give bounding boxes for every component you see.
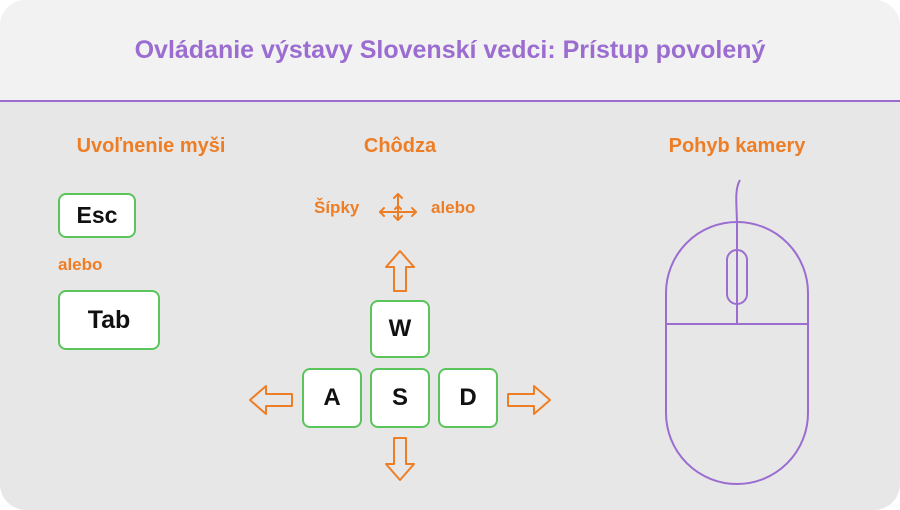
header: Ovládanie výstavy Slovenskí vedci: Príst… [0, 0, 900, 102]
esc-key: Esc [58, 193, 136, 238]
w-key: W [370, 300, 430, 358]
a-key: A [302, 368, 362, 428]
mouse-icon [665, 179, 809, 485]
camera-heading: Pohyb kamery [668, 135, 806, 157]
release-mouse-heading: Uvoľnenie myši [76, 135, 226, 157]
s-key: S [370, 368, 430, 428]
release-mouse-or-text: alebo [58, 255, 103, 274]
page-title: Ovládanie výstavy Slovenskí vedci: Príst… [134, 36, 766, 64]
walking-heading: Chôdza [363, 135, 437, 157]
arrows-label: Šípky [314, 198, 360, 217]
d-key: D [438, 368, 498, 428]
arrow-up-icon [385, 250, 415, 292]
walking-or-text: alebo [431, 198, 476, 217]
arrow-keys-icon [379, 193, 417, 221]
arrow-right-icon [507, 385, 551, 415]
arrow-down-icon [385, 437, 415, 481]
tab-key: Tab [58, 290, 160, 350]
arrow-left-icon [249, 385, 293, 415]
